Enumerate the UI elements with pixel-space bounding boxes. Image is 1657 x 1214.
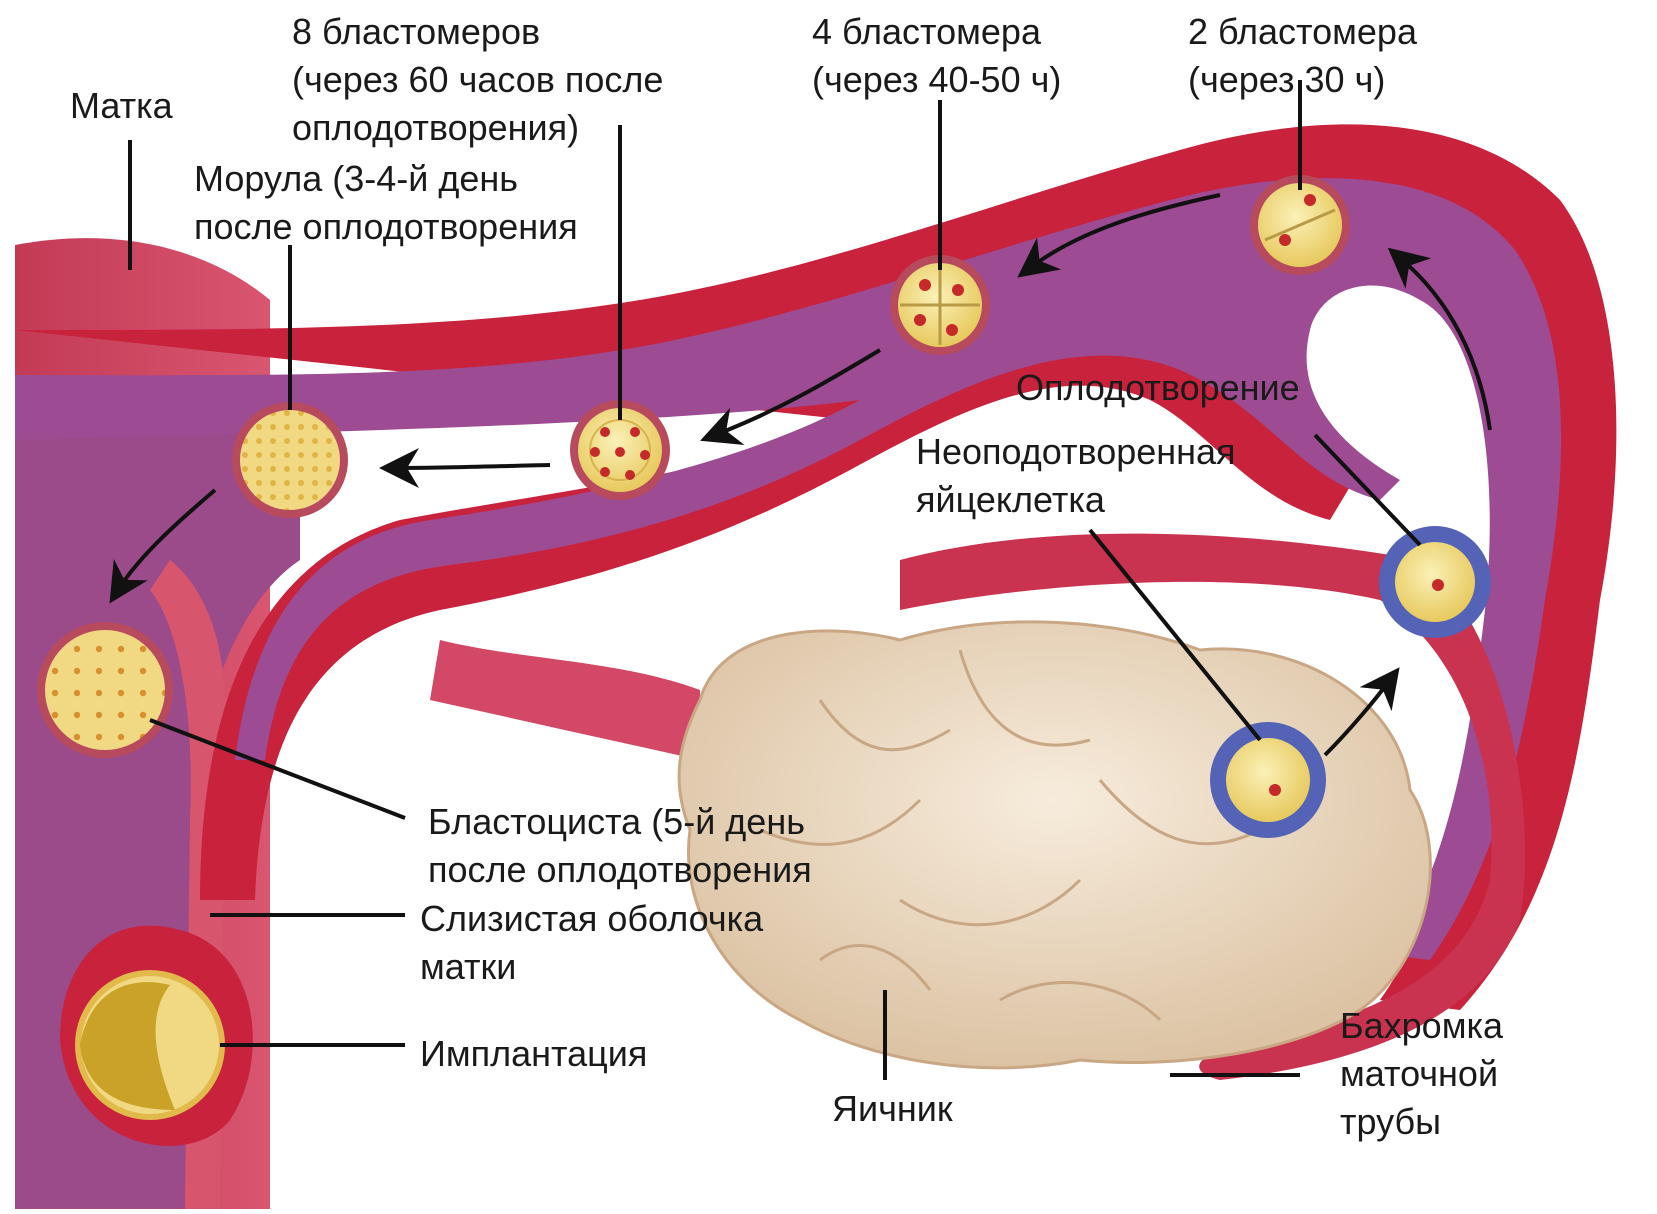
label-uterine-mucosa-line1: Слизистая оболочка	[420, 895, 763, 943]
label-4-blastomeres-line1: 4 бластомера	[812, 8, 1061, 56]
blastocyst	[37, 622, 173, 758]
label-uterine-mucosa: Слизистая оболочка матки	[420, 895, 763, 991]
label-2-blastomeres-line1: 2 бластомера	[1188, 8, 1417, 56]
label-8-blastomeres-line3: оплодотворения)	[292, 104, 663, 152]
ovarian-ligament	[430, 640, 700, 760]
label-implantation: Имплантация	[420, 1030, 647, 1078]
ovulated-egg	[1210, 722, 1326, 838]
label-2-blastomeres: 2 бластомера (через 30 ч)	[1188, 8, 1417, 104]
label-uterus: Матка	[70, 82, 173, 130]
label-blastocyst-line1: Бластоциста (5-й день	[428, 798, 812, 846]
label-fimbria-line3: трубы	[1340, 1098, 1503, 1146]
label-morula-line1: Морула (3-4-й день	[194, 155, 578, 203]
label-fimbria: Бахромка маточной трубы	[1340, 1002, 1503, 1146]
label-unfertilized-egg-line1: Неоподотворенная	[916, 428, 1236, 476]
label-8-blastomeres-line1: 8 бластомеров	[292, 8, 663, 56]
label-2-blastomeres-line2: (через 30 ч)	[1188, 56, 1417, 104]
label-uterine-mucosa-line2: матки	[420, 943, 763, 991]
label-4-blastomeres-line2: (через 40-50 ч)	[812, 56, 1061, 104]
morula	[232, 402, 348, 518]
label-8-blastomeres-line2: (через 60 часов после	[292, 56, 663, 104]
label-blastocyst: Бластоциста (5-й день после оплодотворен…	[428, 798, 812, 894]
label-morula: Морула (3-4-й день после оплодотворения	[194, 155, 578, 251]
fertilized-egg	[1379, 526, 1491, 638]
label-blastocyst-line2: после оплодотворения	[428, 846, 812, 894]
label-unfertilized-egg-line2: яйцеклетка	[916, 476, 1236, 524]
label-8-blastomeres: 8 бластомеров (через 60 часов после опло…	[292, 8, 663, 152]
label-ovary: Яичник	[832, 1085, 953, 1133]
implanted-embryo	[78, 973, 222, 1117]
label-fimbria-line1: Бахромка	[1340, 1002, 1503, 1050]
label-4-blastomeres: 4 бластомера (через 40-50 ч)	[812, 8, 1061, 104]
label-morula-line2: после оплодотворения	[194, 203, 578, 251]
label-fimbria-line2: маточной	[1340, 1050, 1503, 1098]
label-fertilization: Оплодотворение	[1016, 364, 1300, 412]
label-unfertilized-egg: Неоподотворенная яйцеклетка	[916, 428, 1236, 524]
